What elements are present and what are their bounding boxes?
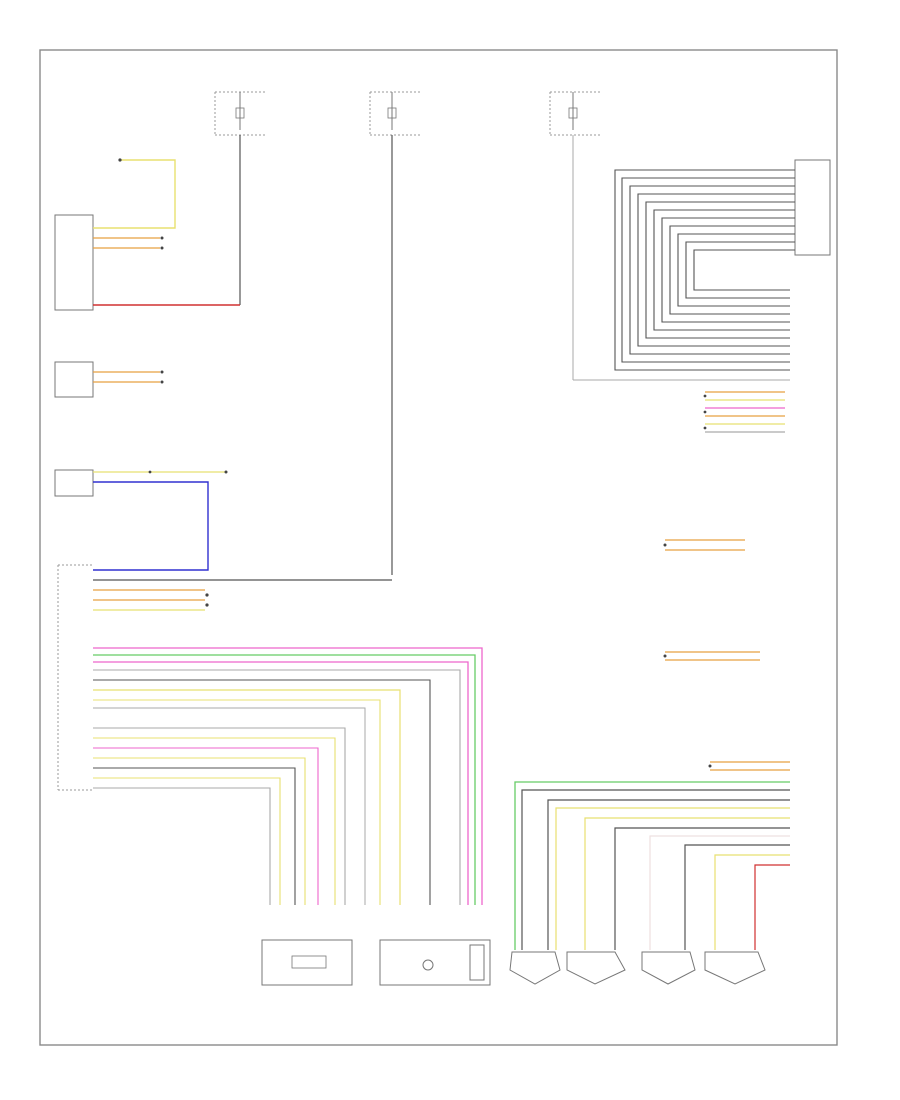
module-right-top [794,159,831,256]
diagram-frame [39,49,838,1046]
control-module-main [57,564,92,791]
switch-box-bottom [379,939,491,986]
right-wire-bundle [614,169,795,371]
wheel-sensor-4 [704,951,766,985]
sensor-box-bottom-left [261,939,353,986]
fuse-block-2 [369,91,420,136]
fuse-block-1 [214,91,265,136]
fuse-block-3 [549,91,600,136]
wheel-sensor-2 [566,951,626,985]
wheel-sensor-3 [641,951,696,985]
module-left-3 [54,469,94,497]
module-left-2 [54,361,94,398]
module-left-1 [54,214,94,311]
wheel-sensor-1 [509,951,561,985]
